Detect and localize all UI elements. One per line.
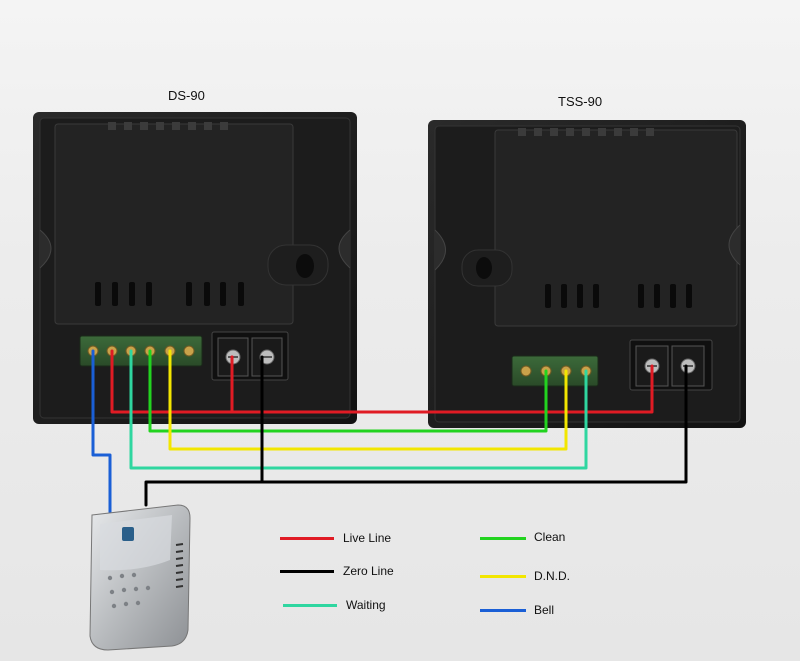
wire-live-line [110,349,654,414]
legend-swatch-zero [280,570,334,573]
ds90-label: DS-90 [168,88,205,103]
legend-label-zero: Zero Line [343,564,394,578]
wire-bell [91,349,112,514]
legend-swatch-live [280,537,334,540]
wire-clean [148,349,548,433]
tss90-panel [428,120,746,428]
legend-label-clean: Clean [534,530,566,544]
legend-swatch-waiting [283,604,337,607]
bell-unit [89,504,191,651]
legend-label-bell: Bell [534,603,555,617]
wire-dnd [168,349,568,451]
legend-swatch-clean [480,537,526,540]
tss90-label: TSS-90 [558,94,603,109]
wire-waiting [129,349,588,470]
wire-zero-line [144,355,688,507]
legend-swatch-bell [480,609,526,612]
legend-label-dnd: D.N.D. [534,569,570,583]
ds90-panel [33,112,357,424]
legend-label-live: Live Line [343,531,392,545]
legend-label-waiting: Waiting [346,598,386,612]
legend-swatch-dnd [480,575,526,578]
